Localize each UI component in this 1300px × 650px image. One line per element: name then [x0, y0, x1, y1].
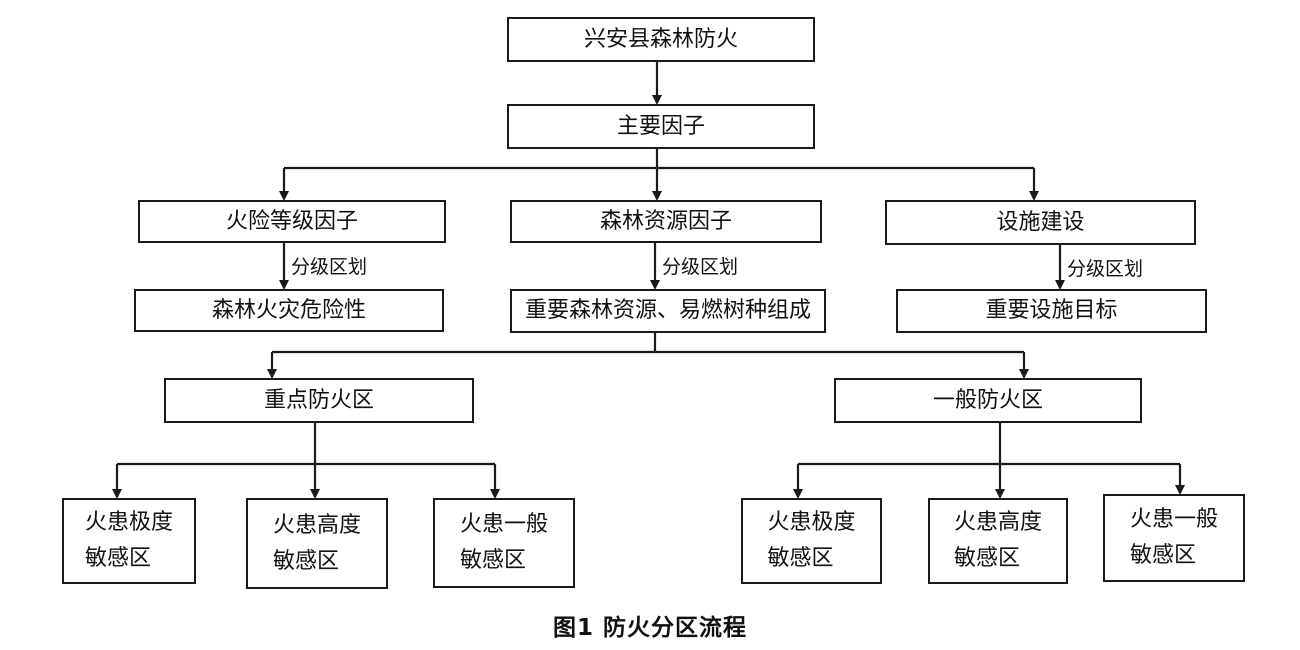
node-forest-species: 重要森林资源、易燃树种组成	[510, 289, 826, 333]
node-gen-extreme-line2: 敏感区	[767, 546, 834, 571]
edge-label-classify-right: 分级区划	[1067, 258, 1144, 280]
node-key-high-line1: 火患高度	[272, 512, 361, 538]
node-forest-resource-factor: 森林资源因子	[510, 200, 822, 243]
node-key-general-line2: 敏感区	[459, 548, 526, 573]
node-general-fire-zone: 一般防火区	[834, 378, 1142, 423]
node-gen-extreme-line1: 火患极度	[767, 510, 856, 535]
node-gen-high-line1: 火患高度	[953, 510, 1042, 535]
node-key-extreme-line1: 火患极度	[84, 510, 173, 535]
node-gen-general-line1: 火患一般	[1129, 507, 1218, 532]
edge-label-classify-left: 分级区划	[291, 256, 368, 278]
node-gen-general-line2: 敏感区	[1129, 543, 1196, 568]
node-key-extreme-sensitive: 火患极度敏感区	[62, 498, 196, 584]
node-key-fire-zone: 重点防火区	[164, 378, 474, 423]
node-key-high-line2: 敏感区	[272, 548, 339, 574]
node-fire-hazard: 森林火灾危险性	[134, 289, 444, 332]
node-facility-factor: 设施建设	[885, 200, 1196, 245]
node-key-general-sensitive: 火患一般敏感区	[433, 498, 575, 588]
node-gen-high-sensitive: 火患高度敏感区	[928, 498, 1068, 584]
node-gen-extreme-sensitive: 火患极度敏感区	[741, 498, 882, 584]
node-main-factors: 主要因子	[507, 104, 815, 149]
figure-caption: 图1 防火分区流程	[552, 615, 747, 641]
node-gen-general-sensitive: 火患一般敏感区	[1103, 494, 1245, 582]
node-fire-risk-factor: 火险等级因子	[138, 200, 446, 243]
node-key-general-line1: 火患一般	[459, 512, 548, 537]
node-gen-high-line2: 敏感区	[953, 546, 1020, 571]
edge-label-classify-middle: 分级区划	[662, 256, 739, 278]
node-root: 兴安县森林防火	[507, 17, 815, 62]
node-key-extreme-line2: 敏感区	[84, 546, 151, 571]
node-facility-target: 重要设施目标	[896, 289, 1207, 333]
node-key-high-sensitive: 火患高度敏感区	[246, 498, 388, 589]
